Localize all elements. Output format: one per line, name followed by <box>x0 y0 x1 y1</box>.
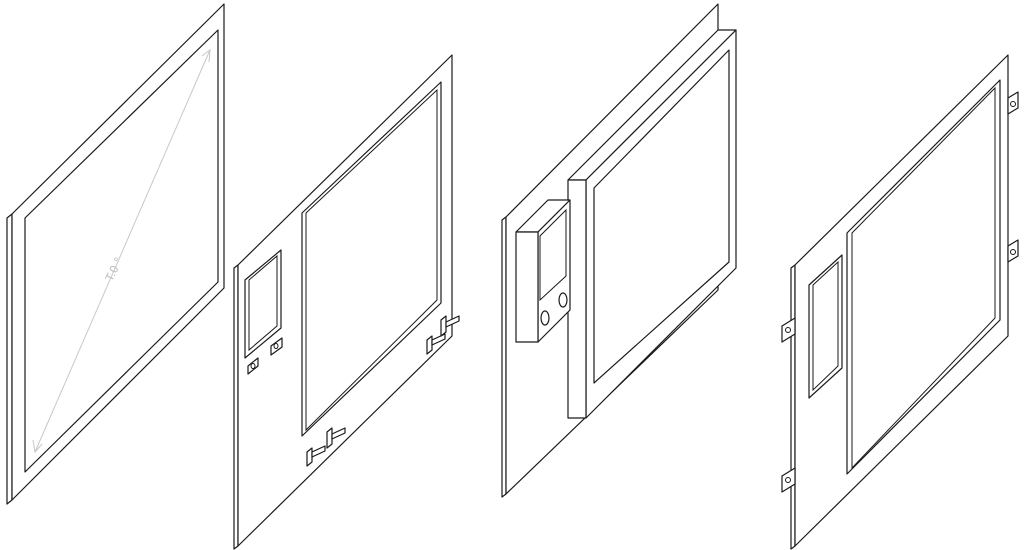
panel-2-mounting-plate <box>233 54 460 550</box>
panel-1-glass-frame: T.0 ° <box>6 3 225 505</box>
panel-4-large-window-inner <box>851 86 996 470</box>
panel-3-frame-window <box>593 49 730 384</box>
panel-2-large-window <box>301 81 442 437</box>
panel-4-ear-top-right <box>1007 91 1019 115</box>
panel-2-small-window <box>244 249 282 359</box>
panel-2-clip-1 <box>306 445 326 467</box>
panel-2-clip-2 <box>326 427 346 449</box>
panel-4-small-window-inner <box>812 260 839 392</box>
panel-2-small-window-inner <box>248 254 278 352</box>
panel-2-slot-left <box>247 357 259 375</box>
panel-4-rear-cover <box>781 54 1019 550</box>
panel-4-ear-mid-right <box>1007 239 1019 263</box>
panel-4-small-window <box>808 254 843 399</box>
panel-1-dimension-line <box>34 49 211 453</box>
panel-1-inner-opening <box>24 29 219 473</box>
panel-3-frame-side <box>567 179 587 419</box>
panel-2-clip-4 <box>440 315 460 337</box>
panel-3-module-screen <box>539 208 567 302</box>
panel-3-knob-right-icon <box>558 292 568 308</box>
panel-1-edge <box>6 213 13 505</box>
panel-2-slot-right <box>270 337 283 356</box>
panel-1-arrow-bottom-icon <box>32 439 43 454</box>
panel-3-knob-left-icon <box>540 310 550 326</box>
panel-3-module-side <box>515 231 539 343</box>
panel-4-ear-lower-left <box>781 467 796 493</box>
panel-3-housing <box>501 3 737 498</box>
panel-4-ear-upper-left <box>781 317 796 343</box>
panel-2-large-window-inner <box>305 88 438 432</box>
panel-4-large-window <box>846 79 1001 475</box>
panel-1-arrow-top-icon <box>201 48 211 63</box>
